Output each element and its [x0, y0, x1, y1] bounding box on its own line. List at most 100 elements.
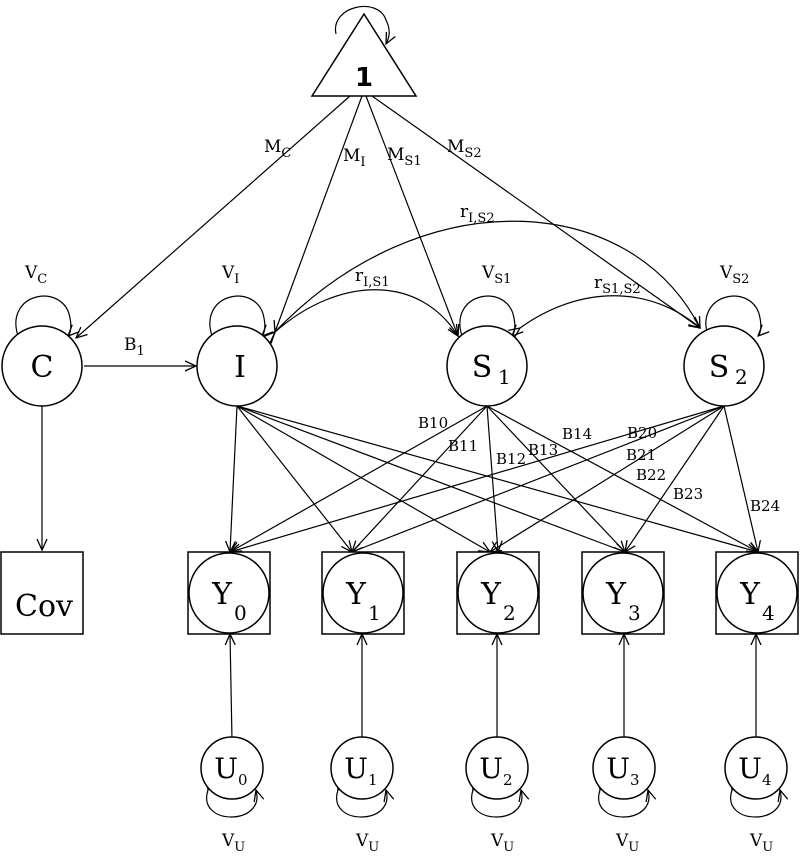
label-vu-4: VU: [749, 831, 773, 855]
label-ms2: MS2: [447, 137, 482, 161]
node-y3[interactable]: [581, 551, 665, 635]
label-mc: MC: [264, 137, 291, 161]
loading-s1-y4: [486, 405, 758, 552]
node-u0-label: U: [214, 752, 238, 785]
variance-loop-u3: [598, 790, 649, 818]
edge-const-c: [76, 95, 351, 338]
node-y1[interactable]: [321, 551, 405, 635]
node-u2-sub: 2: [503, 771, 513, 789]
node-i-label: I: [234, 350, 246, 385]
label-vs1: VS1: [481, 263, 511, 287]
node-y0[interactable]: [187, 551, 271, 635]
label-b23: B23: [673, 485, 703, 503]
node-y1-label: Y: [345, 577, 367, 612]
node-y1-sub: 1: [368, 601, 381, 625]
label-vi: VI: [221, 263, 239, 287]
label-vu-0: VU: [221, 831, 245, 855]
variance-loop-u2: [471, 790, 522, 818]
node-u4[interactable]: [724, 736, 788, 800]
node-u0[interactable]: [200, 736, 264, 800]
node-u0-sub: 0: [238, 771, 248, 789]
node-s1[interactable]: [446, 325, 528, 407]
node-c[interactable]: [1, 325, 83, 407]
variance-loop-c: [15, 295, 71, 336]
cov-arc-i-s1: [275, 289, 458, 336]
node-y3-label: Y: [605, 577, 627, 612]
label-vu-1: VU: [355, 831, 379, 855]
loading-s1-y1: [352, 405, 488, 552]
label-b24: B24: [750, 497, 780, 515]
label-mi: MI: [343, 146, 366, 170]
label-b20: B20: [627, 424, 657, 442]
node-i[interactable]: [196, 325, 278, 407]
label-b11: B11: [448, 437, 478, 455]
variance-loop-i: [209, 295, 265, 336]
loading-s1-y3: [486, 405, 625, 552]
node-y4[interactable]: [715, 551, 799, 635]
node-u2[interactable]: [465, 736, 529, 800]
label-vu-3: VU: [615, 831, 639, 855]
label-b1: B1: [124, 335, 145, 359]
edge-const-i: [275, 95, 363, 332]
cov-arc-s1-s2: [520, 295, 700, 328]
node-u4-label: U: [738, 752, 762, 785]
variance-loop-u0: [206, 790, 257, 818]
node-y2[interactable]: [456, 551, 540, 635]
node-c-label: C: [31, 350, 54, 385]
variance-loop-u4: [730, 790, 781, 818]
label-vs2: VS2: [719, 263, 749, 287]
label-b12: B12: [496, 450, 526, 468]
label-r-i-s1: rI,S1: [355, 266, 390, 290]
node-y3-sub: 3: [628, 601, 641, 625]
constant-triangle[interactable]: [310, 12, 418, 97]
label-vc: VC: [24, 263, 47, 287]
node-y0-sub: 0: [234, 601, 247, 625]
variance-loop-s1: [459, 295, 515, 336]
label-b10: B10: [418, 414, 448, 432]
loading-i-y1: [236, 405, 352, 552]
edge-const-s2: [371, 95, 700, 328]
loading-s2-y1: [352, 405, 725, 552]
label-r-s1-s2: rS1,S2: [594, 273, 641, 297]
node-s2[interactable]: [683, 325, 765, 407]
label-ms1: MS1: [387, 145, 422, 169]
edge-const-s1: [365, 95, 458, 336]
constant-label: 1: [355, 63, 373, 93]
node-u3-label: U: [606, 752, 630, 785]
node-u1[interactable]: [330, 736, 394, 800]
node-s2-label: S: [709, 350, 730, 385]
node-s2-sub: 2: [735, 365, 748, 389]
node-u3[interactable]: [592, 736, 656, 800]
loading-s2-y2: [490, 405, 725, 552]
node-u1-sub: 1: [368, 771, 378, 789]
edge-u0-y0: [230, 634, 232, 741]
label-b22: B22: [636, 466, 666, 484]
node-s1-label: S: [472, 350, 493, 385]
node-s1-sub: 1: [498, 365, 511, 389]
loading-i-y3: [236, 405, 625, 552]
node-y4-label: Y: [739, 577, 761, 612]
loading-i-y4: [236, 405, 758, 552]
variance-loop-const: [335, 5, 389, 44]
node-u1-label: U: [344, 752, 368, 785]
loading-i-y0: [230, 405, 238, 552]
node-cov[interactable]: [0, 551, 84, 635]
label-b13: B13: [528, 441, 558, 459]
loading-s1-y0: [230, 405, 488, 552]
cov-arc-i-s2: [275, 220, 700, 332]
loading-s2-y3: [625, 405, 725, 552]
node-y0-label: Y: [211, 577, 233, 612]
label-b14: B14: [562, 425, 592, 443]
node-cov-label: Cov: [15, 589, 73, 624]
variance-loop-s2: [705, 295, 761, 336]
loading-s2-y0: [230, 405, 725, 552]
node-u3-sub: 3: [630, 771, 640, 789]
loading-s1-y2: [486, 405, 498, 552]
variance-loop-u1: [336, 790, 387, 818]
node-u4-sub: 4: [762, 771, 772, 789]
node-u2-label: U: [479, 752, 503, 785]
node-y2-label: Y: [480, 577, 502, 612]
loading-s2-y4: [723, 405, 758, 552]
node-y2-sub: 2: [503, 601, 516, 625]
